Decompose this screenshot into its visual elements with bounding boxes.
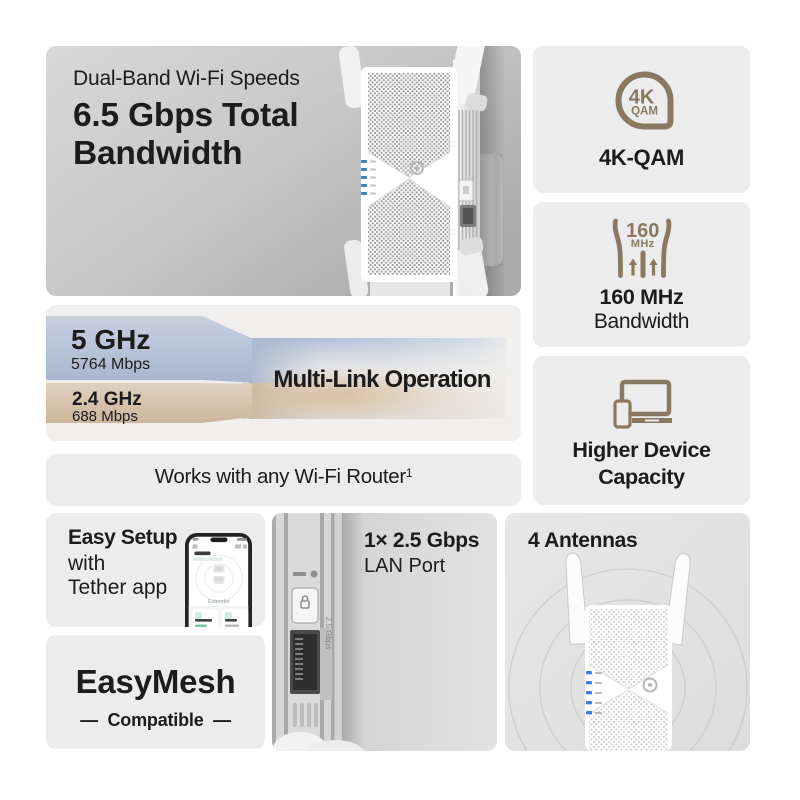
svg-text:Multi-Link Operation: Multi-Link Operation bbox=[273, 366, 490, 393]
svg-text:Capacity: Capacity bbox=[598, 465, 685, 489]
svg-text:2.4 GHz: 2.4 GHz bbox=[72, 389, 142, 410]
svg-text:160: 160 bbox=[626, 220, 659, 242]
svg-text:Bandwidth: Bandwidth bbox=[594, 310, 689, 333]
svg-text:5764 Mbps: 5764 Mbps bbox=[71, 356, 150, 373]
svg-text:5 GHz: 5 GHz bbox=[71, 324, 150, 355]
svg-text:Higher Device: Higher Device bbox=[572, 438, 711, 462]
svg-text:4K-QAM: 4K-QAM bbox=[599, 145, 684, 170]
svg-text:160 MHz: 160 MHz bbox=[600, 285, 684, 309]
svg-text:Extender: Extender bbox=[208, 599, 230, 605]
svg-text:4K: 4K bbox=[629, 87, 655, 109]
svg-text:688 Mbps: 688 Mbps bbox=[72, 408, 138, 425]
svg-text:2.5 Gbps: 2.5 Gbps bbox=[324, 617, 333, 649]
svg-text:QAM: QAM bbox=[631, 106, 658, 118]
svg-text:MHz: MHz bbox=[631, 238, 655, 250]
